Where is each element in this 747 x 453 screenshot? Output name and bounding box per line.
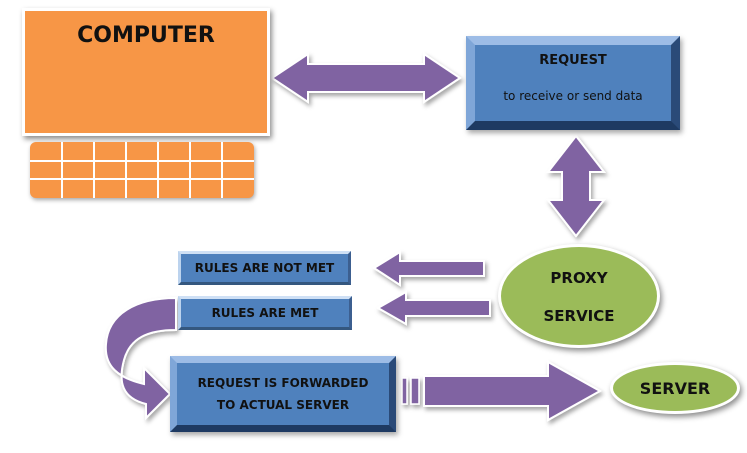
computer-label: COMPUTER xyxy=(77,23,215,48)
rules-met-node: RULES ARE MET xyxy=(178,296,352,330)
request-proxy-double-arrow xyxy=(545,134,607,238)
request-node: REQUEST to receive or send data xyxy=(466,36,680,130)
forward-node: REQUEST IS FORWARDED TO ACTUAL SERVER xyxy=(170,356,396,432)
proxy-to-rules-not-met-arrow xyxy=(372,250,485,287)
rules-not-met-label: RULES ARE NOT MET xyxy=(194,261,335,275)
computer-request-double-arrow xyxy=(270,52,462,104)
proxy-to-rules-met-arrow xyxy=(375,290,491,326)
server-label: SERVER xyxy=(639,378,711,398)
proxy-label-line1: PROXY xyxy=(550,269,608,287)
server-node: SERVER xyxy=(610,362,740,414)
rules-met-to-forward-curved-arrow xyxy=(104,296,177,421)
computer-node: COMPUTER xyxy=(22,8,270,136)
proxy-label-line2: SERVICE xyxy=(543,307,615,325)
forward-label-line1: REQUEST IS FORWARDED xyxy=(197,376,369,390)
request-title: REQUEST xyxy=(539,53,607,68)
rules-met-label: RULES ARE MET xyxy=(211,306,319,320)
request-subtitle: to receive or send data xyxy=(503,89,643,103)
forward-to-server-arrow xyxy=(401,360,603,422)
rules-not-met-node: RULES ARE NOT MET xyxy=(178,251,351,285)
forward-label-line2: TO ACTUAL SERVER xyxy=(216,398,350,412)
keyboard-icon xyxy=(30,142,254,198)
proxy-service-node: PROXY SERVICE xyxy=(498,244,660,348)
